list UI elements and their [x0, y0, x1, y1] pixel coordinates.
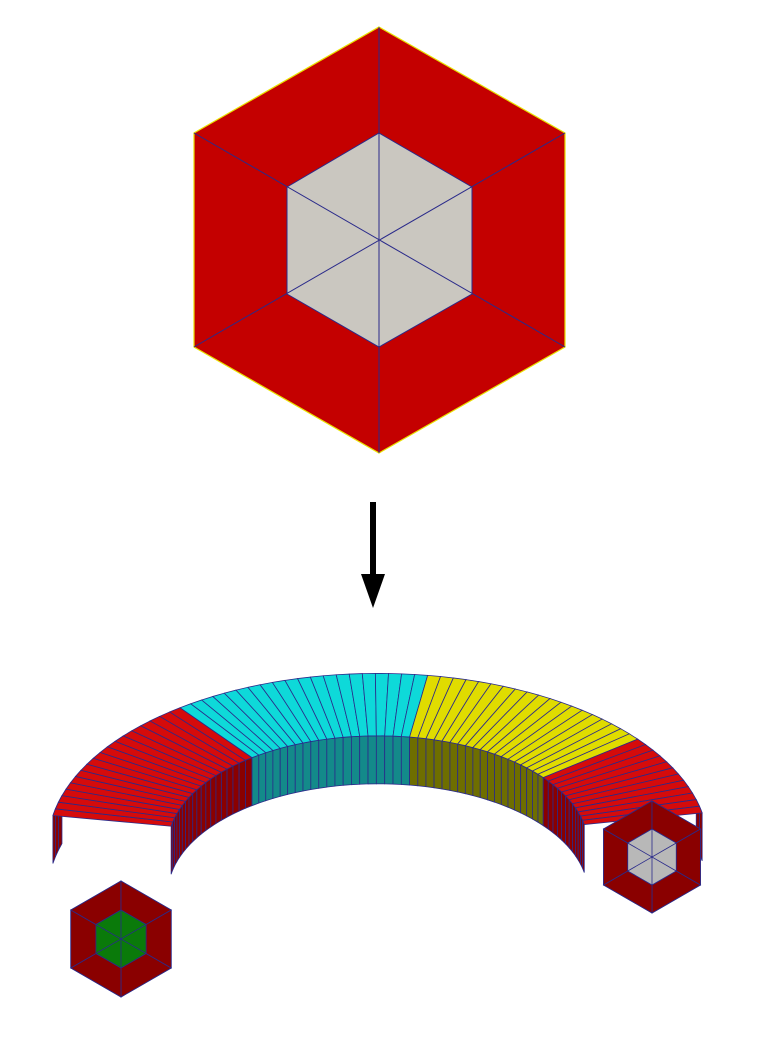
torus-inner-wall-segment_yellow: [457, 743, 466, 795]
torus-inner-wall-segment_cyan: [392, 735, 402, 785]
torus-inner-wall-segment_red: [245, 757, 253, 809]
swept-torus: [52, 672, 703, 998]
torus-inner-wall-segment_cyan: [334, 736, 344, 787]
torus-inner-wall-segment_cyan: [359, 735, 369, 785]
torus-inner-wall-segment_red: [196, 785, 202, 839]
torus-inner-wall-segment_yellow: [514, 761, 522, 814]
torus-inner-wall-segment_cyan: [367, 735, 377, 785]
torus-inner-wall-segment_red: [226, 765, 234, 818]
torus-inner-wall-segment_red: [572, 802, 576, 858]
torus-inner-wall-segment_cyan: [318, 738, 328, 789]
torus-inner-wall-segment_red: [542, 776, 549, 830]
torus-inner-wall-segment_yellow: [532, 770, 539, 823]
torus-inner-wall-segment_yellow: [472, 747, 481, 799]
torus-inner-wall-segment_yellow: [500, 756, 509, 808]
torus-inner-wall-segment_cyan: [326, 737, 336, 788]
torus-inner-wall-segment_yellow: [537, 773, 544, 827]
torus-inner-wall-segment_red: [565, 794, 570, 849]
torus-inner-wall-segment_red: [188, 792, 194, 847]
end-cap-right-mesh-line: [627, 842, 677, 872]
torus-inner-wall-segment_red: [220, 768, 228, 821]
torus-inner-wall-segment_red: [557, 787, 563, 841]
torus-inner-wall-segment_cyan: [302, 741, 312, 792]
torus-inner-wall-segment_red: [568, 798, 573, 853]
torus-inner-wall-segment_cyan: [350, 735, 361, 786]
torus-inner-wall-segment_cyan: [251, 754, 260, 807]
torus-inner-wall-segment_yellow: [487, 751, 495, 803]
torus-inner-wall-segment_yellow: [464, 745, 474, 797]
hexagon-cross-section: [193, 26, 566, 454]
torus-inner-wall-segment_cyan: [258, 752, 267, 804]
torus-inner-wall-segment_yellow: [479, 749, 488, 801]
torus-inner-wall-segment_red: [210, 774, 217, 828]
torus-inner-wall-segment_red: [181, 800, 186, 855]
torus-inner-wall-segment_cyan: [375, 735, 386, 785]
torus-inner-wall-segment_cyan: [310, 739, 320, 791]
torus-inner-wall-segment_yellow: [409, 736, 419, 787]
torus-inner-wall-segment_cyan: [272, 747, 281, 799]
hexagon-mesh-lines: [193, 27, 566, 453]
torus-inner-wall-segment_yellow: [494, 753, 502, 806]
end-cap-left-mesh-line: [95, 924, 147, 954]
torus-inner-wall-segment_cyan: [400, 736, 410, 786]
torus-inner-wall-segment_red: [215, 771, 222, 825]
torus-inner-wall-segment_cyan: [265, 749, 274, 802]
torus-inner-wall-segment_yellow: [449, 741, 459, 793]
torus-inner-wall-segment_cyan: [384, 735, 394, 785]
torus-inner-wall-segment_cyan: [294, 742, 304, 794]
torus-inner-wall-segment_red: [547, 780, 554, 834]
torus-inner-wall-segment_red: [575, 806, 579, 862]
torus-inner-wall-segment_yellow: [520, 764, 528, 817]
torus-inner-wall-segment_red: [192, 788, 198, 843]
torus-inner-wall-segment_yellow: [433, 739, 443, 790]
down-arrow: [361, 502, 385, 608]
torus-inner-wall-segment_red: [185, 796, 190, 851]
torus-inner-wall-segment_red: [561, 791, 566, 845]
torus-inner-wall-segment_red: [552, 783, 558, 838]
torus-inner-wall-segment_cyan: [287, 744, 296, 795]
torus-inner-wall-segment_red: [238, 759, 246, 812]
torus-inner-wall-segment_red: [232, 762, 240, 815]
torus-inner-wall-segment_cyan: [279, 745, 289, 797]
torus-inner-wall-segment_yellow: [507, 758, 515, 811]
torus-inner-wall-segment_red: [179, 804, 183, 859]
torus-inner-wall-segment_red: [205, 778, 212, 832]
torus-inner-wall-segment_yellow: [441, 740, 451, 791]
torus-inner-wall-segment_cyan: [342, 736, 352, 786]
torus-inner-wall-segment_red: [200, 781, 207, 835]
torus-inner-wall-segment_red: [582, 820, 585, 873]
torus-inner-wall-segment_yellow: [526, 767, 533, 820]
torus-inner-wall-segment_yellow: [425, 738, 435, 789]
torus-inner-wall-segment_yellow: [417, 737, 427, 788]
